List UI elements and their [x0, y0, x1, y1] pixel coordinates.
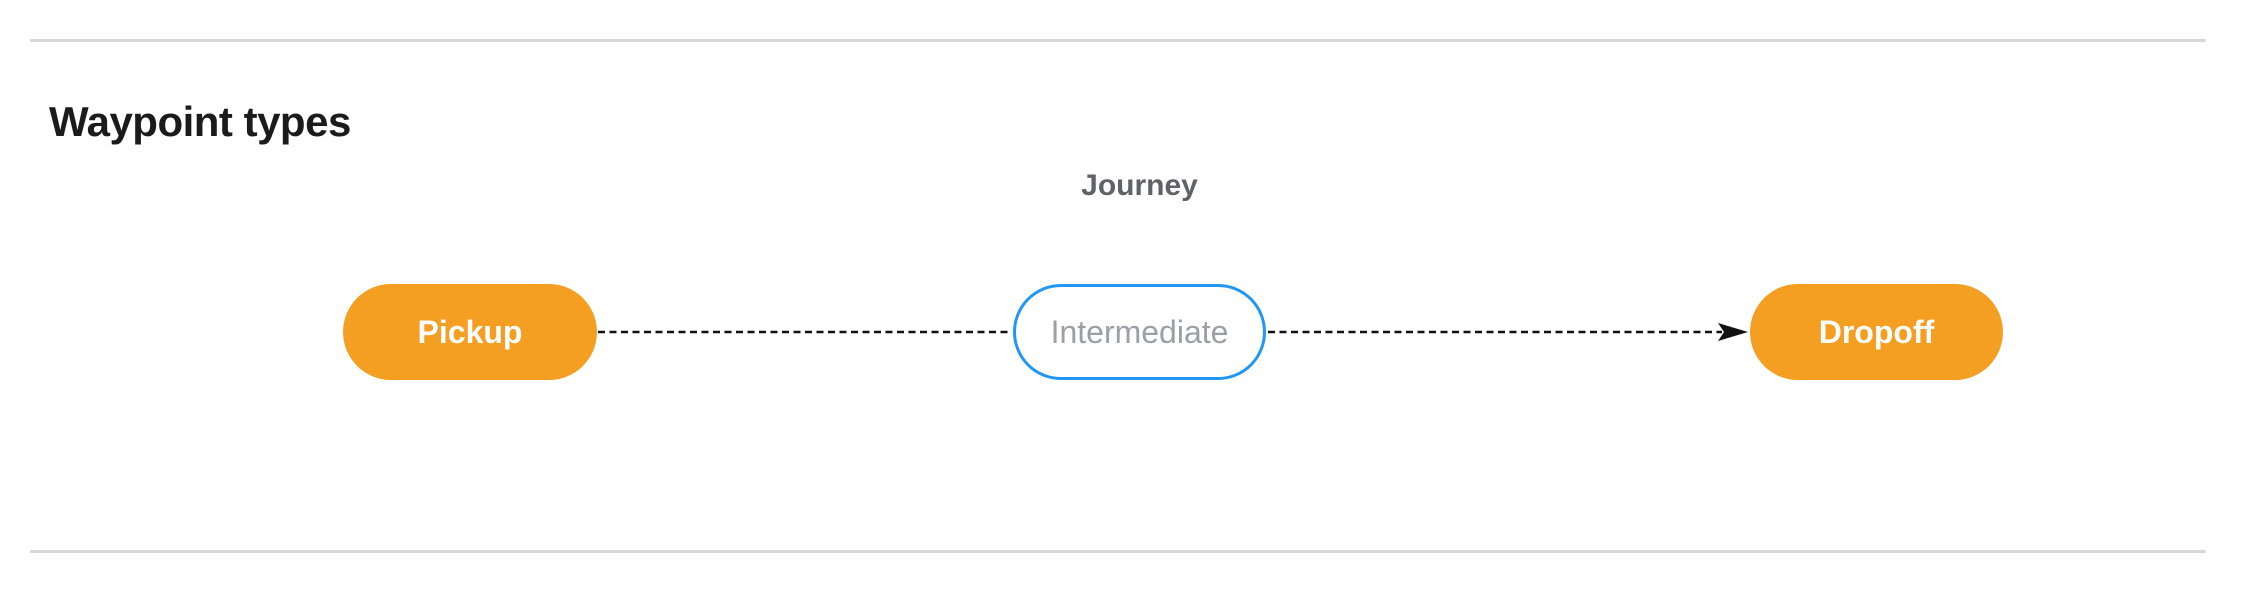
dropoff-node-label: Dropoff	[1818, 313, 1935, 350]
dropoff-node: Dropoff	[1750, 284, 2003, 380]
pickup-node-label: Pickup	[417, 313, 523, 350]
pickup-node: Pickup	[343, 284, 597, 380]
top-divider	[30, 39, 2206, 42]
bottom-divider	[30, 550, 2206, 553]
journey-caption: Journey	[1081, 169, 1198, 202]
arrowhead-icon	[1718, 323, 1748, 341]
intermediate-node-label: Intermediate	[1050, 313, 1229, 350]
section-title: Waypoint types	[49, 97, 351, 145]
intermediate-node: Intermediate	[1013, 284, 1266, 380]
